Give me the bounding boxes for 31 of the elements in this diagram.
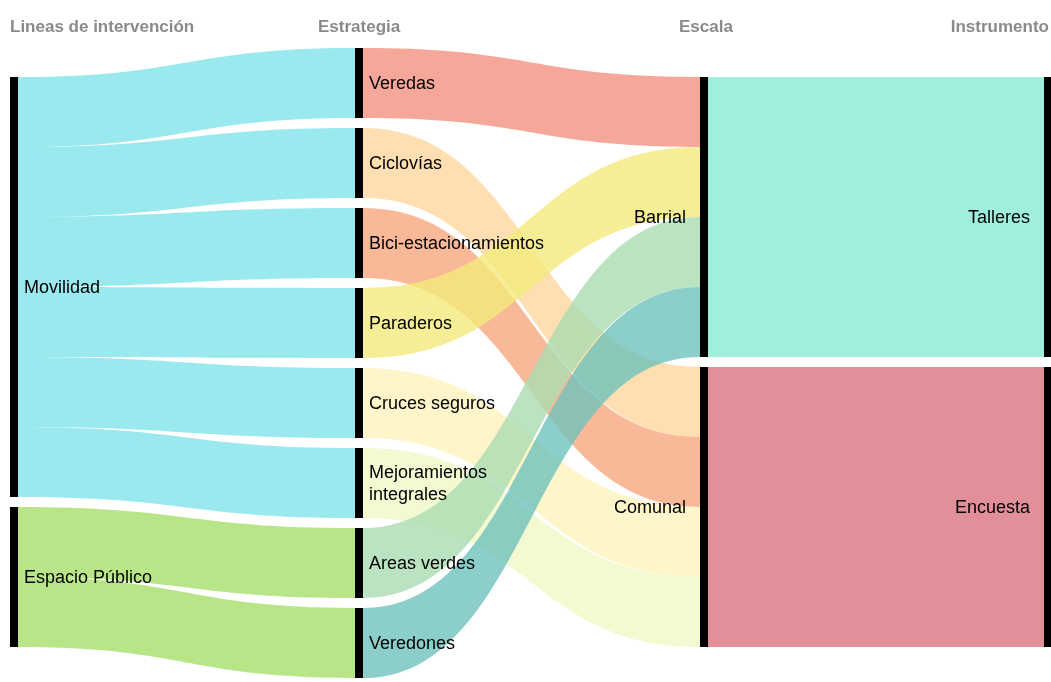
flow-band xyxy=(18,208,355,287)
flow-band xyxy=(18,507,355,598)
column-heading: Lineas de intervención xyxy=(10,16,195,38)
node-label: Comunal xyxy=(613,496,686,518)
flow-band xyxy=(363,48,700,147)
flow-band xyxy=(708,367,1044,647)
node-label: Movilidad xyxy=(24,276,101,298)
flow-band xyxy=(363,147,700,358)
node-label: Areas verdes xyxy=(369,552,476,574)
node-label: Espacio Público xyxy=(24,566,153,588)
flow-band xyxy=(18,577,355,678)
node-label: Cruces seguros xyxy=(369,392,496,414)
flow-band xyxy=(18,357,355,438)
column-heading: Escala xyxy=(679,16,733,38)
node-label: Barrial xyxy=(634,206,686,228)
column-heading: Instrumento xyxy=(950,16,1049,38)
flow-band xyxy=(18,427,355,518)
node-label: Mejoramientos integrales xyxy=(369,461,489,505)
node-label: Veredas xyxy=(369,72,436,94)
flow-band xyxy=(363,217,700,598)
column-heading: Estrategia xyxy=(318,16,401,38)
flow-band xyxy=(363,287,700,678)
flow-band xyxy=(708,77,1044,357)
node-label: Talleres xyxy=(967,206,1030,228)
flow-band xyxy=(18,48,355,147)
node-label: Ciclovías xyxy=(369,152,443,174)
node-label: Bici-estacionamientos xyxy=(369,232,545,254)
node-label: Paraderos xyxy=(369,312,453,334)
flow-band xyxy=(18,128,355,217)
node-label: Encuesta xyxy=(954,496,1030,518)
flow-band xyxy=(18,287,355,358)
